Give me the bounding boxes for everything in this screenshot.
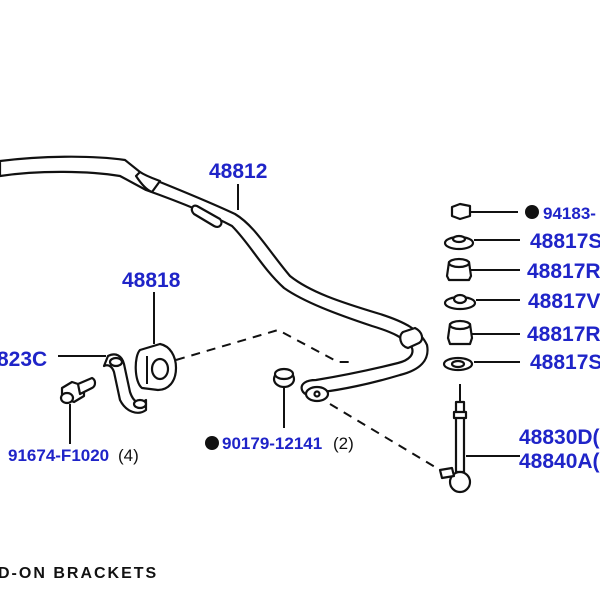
label-bolt-qty: (4) [118,446,139,465]
bushing-bracket [102,353,148,414]
stabilizer-bushing [134,342,178,392]
link-hardware-stack [442,202,520,372]
assembly-line-bushing [175,328,352,363]
label-48812: 48812 [209,160,267,183]
label-48840a: 48840A( [519,450,600,473]
bullet-nut-marker [205,436,219,450]
stack-nut [450,202,472,221]
label-48817r-lower: 48817R [527,323,600,346]
label-48830d: 48830D( [519,426,600,449]
stabilizer-link [438,384,520,494]
label-91674-f1020: 91674-F1020 [8,446,109,465]
label-48817r-upper: 48817R [527,260,600,283]
flange-bolt [59,376,97,405]
label-94183: 94183- [543,204,596,223]
label-48817v: 48817V [528,290,600,313]
label-nut-qty: (2) [333,434,354,453]
label-48817s-bottom: 48817S [530,351,600,374]
label-48818: 48818 [122,269,181,292]
label-823c: 823C [0,348,47,371]
label-48817s-top: 48817S [530,230,600,253]
nut [272,367,296,389]
stabilizer-bar [0,155,429,403]
label-90179-12141: 90179-12141 [222,434,322,453]
bullet-stack-marker [525,205,539,219]
footer-caption: D-ON BRACKETS [0,565,158,582]
assembly-line-link [329,403,441,471]
